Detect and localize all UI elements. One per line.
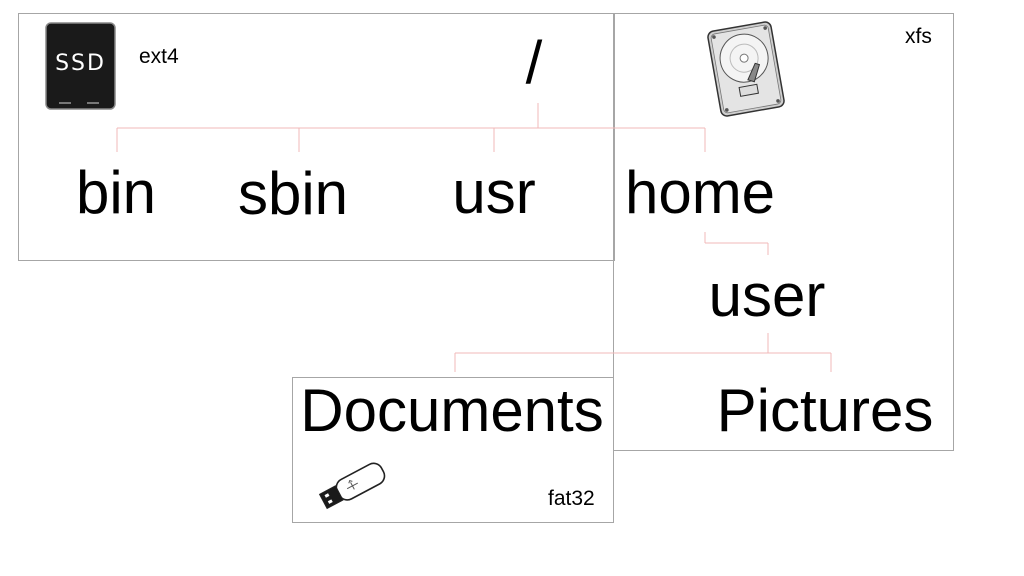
node-documents: Documents — [300, 377, 604, 444]
node-bin: bin — [75, 159, 157, 226]
node-sbin: sbin — [237, 160, 349, 227]
xfs-filesystem-box — [613, 13, 954, 451]
hard-disk-icon — [706, 20, 786, 118]
ext4-filesystem-box — [18, 13, 615, 261]
ssd-icon: SSD — [45, 22, 116, 110]
node-pictures: Pictures — [716, 377, 934, 444]
node-root: / — [525, 29, 543, 96]
node-usr: usr — [452, 159, 536, 226]
node-home: home — [624, 159, 776, 226]
fat32-label: fat32 — [548, 487, 595, 510]
usb-drive-icon — [316, 458, 388, 512]
node-user: user — [708, 262, 826, 329]
svg-text:SSD: SSD — [55, 51, 106, 76]
xfs-label: xfs — [905, 25, 932, 48]
ext4-label: ext4 — [139, 45, 179, 68]
fat32-filesystem-box — [292, 377, 614, 523]
